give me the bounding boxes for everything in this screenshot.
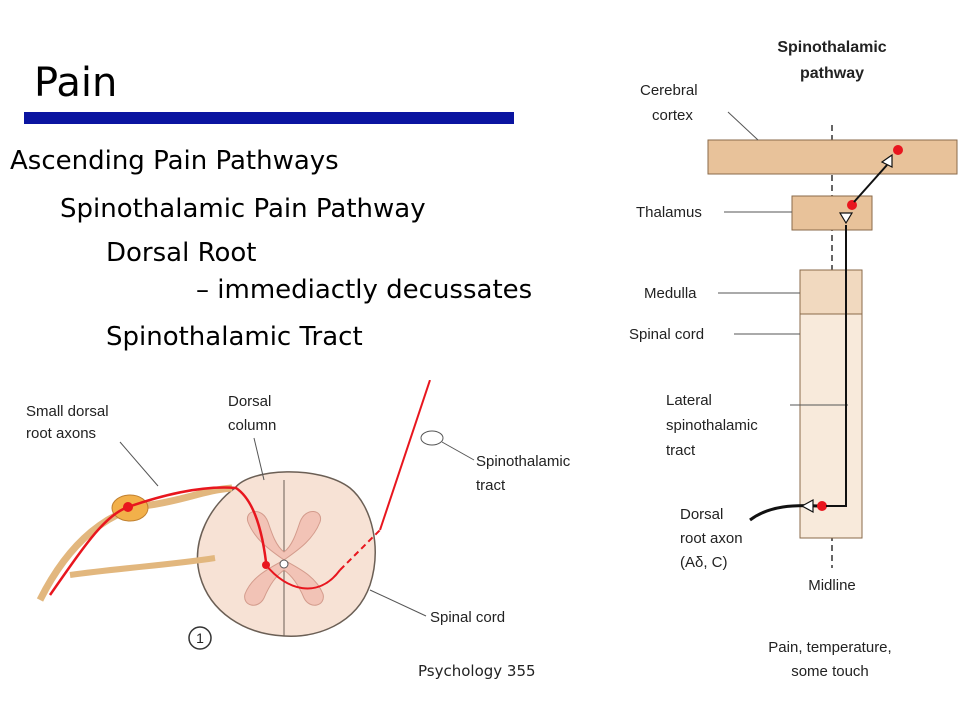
slide-title: Pain — [34, 60, 118, 106]
cortical-neuron-cell-body — [893, 145, 903, 155]
synapse-terminal-icon — [800, 498, 814, 514]
bullet-immediately-decussates: – immediactly decussates — [196, 275, 533, 305]
spinothalamic-tract-label: Spinothalamic — [476, 453, 571, 470]
spinal-cord-leader-line — [369, 589, 427, 617]
cortex-synapse-icon — [880, 153, 893, 168]
small-dorsal-label: Small dorsal — [26, 403, 109, 420]
nociceptor-axon-path — [48, 486, 268, 596]
caption-line2: some touch — [791, 663, 869, 680]
spinal-neuron-cell-body — [817, 501, 827, 511]
bullet-ascending-pain-pathways: Ascending Pain Pathways — [10, 146, 339, 176]
central-canal — [279, 559, 289, 569]
step-number-badge — [188, 626, 212, 650]
tract-label: tract — [666, 442, 696, 459]
decussating-axon-path — [265, 564, 341, 590]
thalamocortical-path — [853, 164, 888, 203]
cerebral-label: Cerebral — [640, 82, 698, 99]
title-underline-bar — [24, 112, 514, 124]
spinal-cord-label: Spinal cord — [629, 326, 704, 343]
spinothalamic-ascending-axon — [379, 380, 431, 531]
thalamus-block — [791, 195, 873, 231]
small-dorsal-leader-line — [119, 441, 159, 487]
pathway-title-line2: pathway — [800, 65, 864, 82]
lateral-label: Lateral — [666, 392, 712, 409]
tract-leader-line — [441, 441, 475, 461]
medulla-block — [799, 269, 863, 315]
pathway-title-line1: Spinothalamic — [777, 39, 886, 56]
thalamus-label: Thalamus — [636, 204, 702, 221]
spinal-cord-cross-section-diagram: Small dorsal root axons Dorsal column Sp… — [26, 380, 571, 650]
bullet-dorsal-root: Dorsal Root — [106, 238, 257, 268]
ascending-tract-path — [826, 225, 847, 507]
cortex-leader-line — [727, 111, 759, 141]
dorsal-column-leader-line — [253, 437, 265, 481]
tract-label-line2: tract — [476, 477, 506, 494]
thalamic-neuron-cell-body — [847, 200, 857, 210]
dorsal-column-label: Dorsal — [228, 393, 271, 410]
step-number-text: 1 — [196, 630, 204, 646]
cerebral-cortex-block — [707, 139, 958, 175]
medulla-label: Medulla — [644, 285, 697, 302]
root-axon-label: root axon — [680, 530, 743, 547]
spinal-cord-section-label: Spinal cord — [430, 609, 505, 626]
bullet-spinothalamic-tract: Spinothalamic Tract — [106, 322, 363, 352]
caption-line1: Pain, temperature, — [768, 639, 891, 656]
tract-cross-section-marker — [420, 430, 444, 446]
bullet-spinothalamic-pain-pathway: Spinothalamic Pain Pathway — [60, 194, 426, 224]
spinothalamic-label: spinothalamic — [666, 417, 758, 434]
fiber-type-label: (Aδ, C) — [680, 554, 728, 571]
spinal-cord-column — [799, 313, 863, 539]
footer-course-label: Psychology 355 — [418, 662, 536, 680]
dorsal-label: Dorsal — [680, 506, 723, 523]
midline-label: Midline — [808, 577, 856, 594]
column-label: column — [228, 417, 276, 434]
thalamus-synapse-icon — [838, 212, 854, 225]
cortex-label: cortex — [652, 107, 693, 124]
ventral-root-bundle — [69, 555, 216, 578]
spinothalamic-pathway-diagram: Spinothalamic pathway Cerebral cortex Th… — [629, 39, 958, 680]
root-axons-label: root axons — [26, 425, 96, 442]
